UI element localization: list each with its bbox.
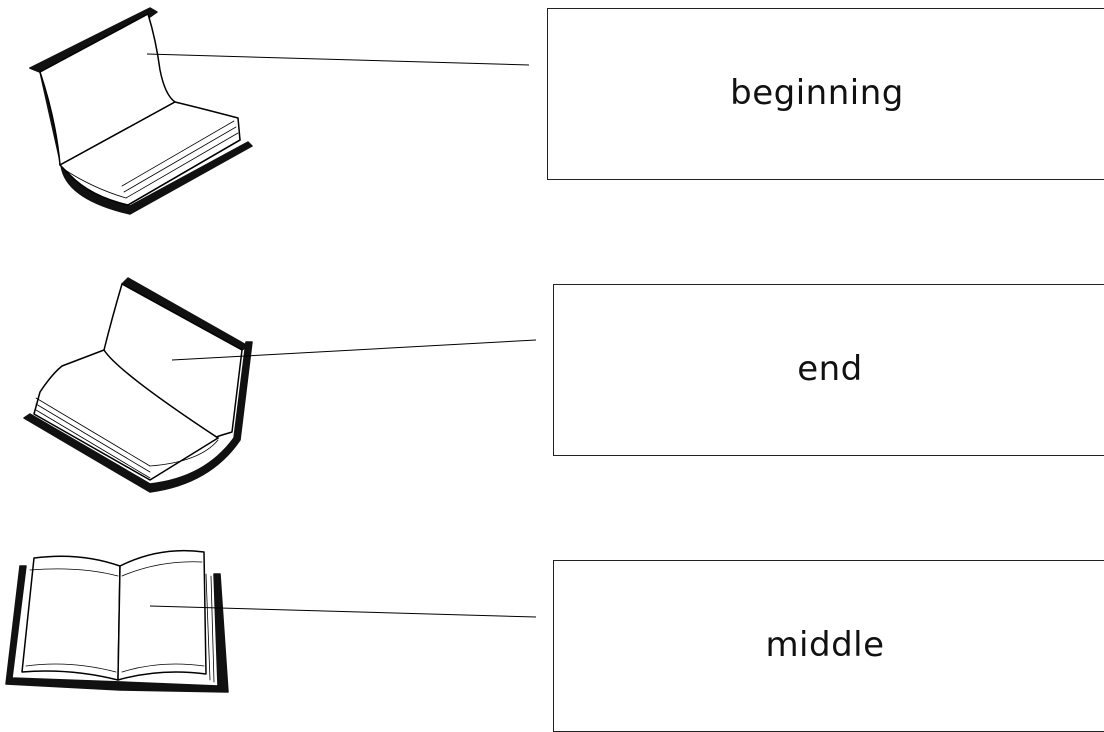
word-box-beginning: beginning [547,8,1104,180]
connector-line-3 [149,605,537,618]
word-box-middle: middle [553,560,1104,732]
word-box-end: end [553,284,1104,456]
connector-line-2 [171,339,537,361]
word-label: beginning [730,73,904,113]
book-open-back-cover-icon [23,277,253,493]
word-label: middle [765,625,885,665]
book-open-middle-icon [5,549,229,693]
word-label: end [797,349,863,389]
book-open-front-cover-icon [29,7,253,215]
connector-line-1 [146,53,530,66]
